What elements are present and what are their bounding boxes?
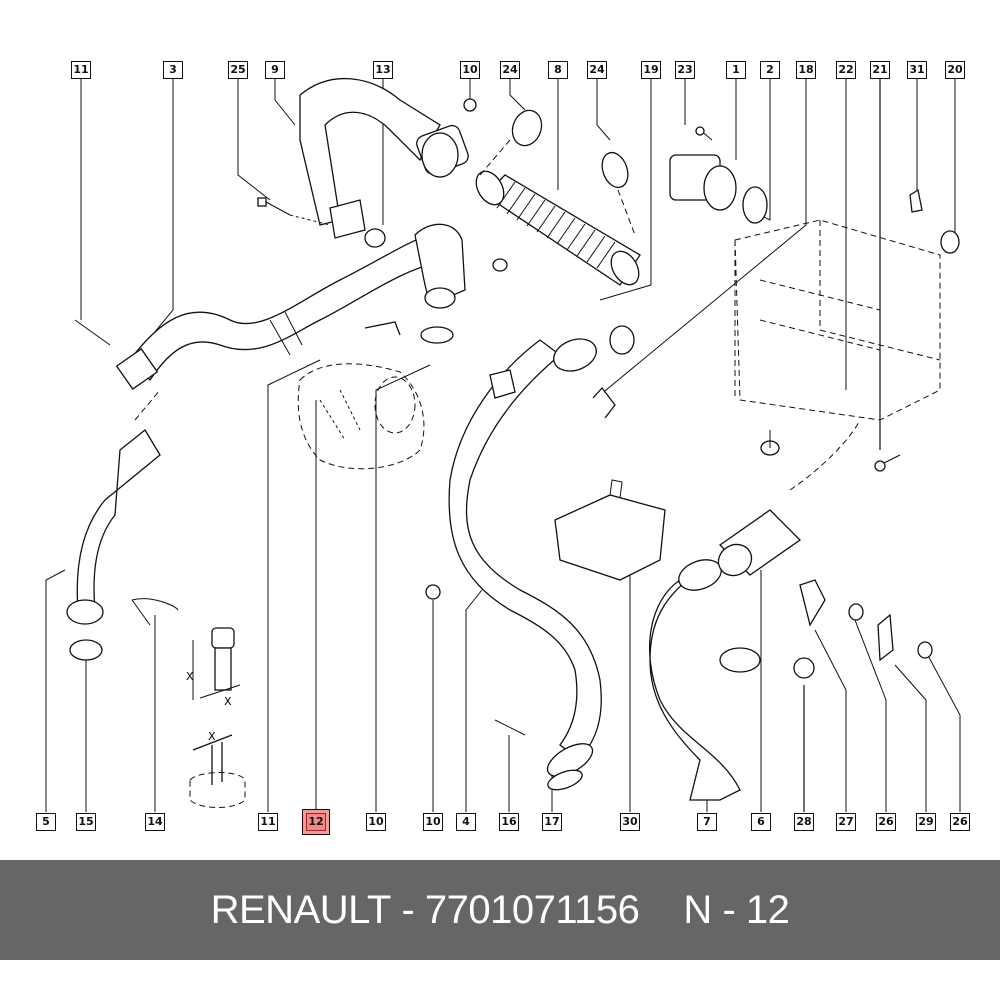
flange bbox=[329, 199, 366, 239]
part-24-clamp-2 bbox=[601, 151, 629, 189]
bottom-callout-14[interactable]: 14 bbox=[145, 813, 165, 831]
bottom-callout-16[interactable]: 16 bbox=[499, 813, 519, 831]
part-25-bolt bbox=[257, 197, 331, 226]
bottom-callout-27[interactable]: 27 bbox=[836, 813, 856, 831]
diagram-drawing: X X X bbox=[45, 77, 961, 812]
bottom-callout-29[interactable]: 29 bbox=[916, 813, 936, 831]
dimension-detail bbox=[189, 627, 246, 808]
bottom-callout-5[interactable]: 5 bbox=[36, 813, 56, 831]
part-30-actuator bbox=[554, 479, 666, 581]
part-26-nut-2 bbox=[917, 641, 933, 659]
part-15-seal bbox=[69, 639, 103, 661]
part-5-lower-pipe bbox=[66, 389, 161, 661]
part-12-turbocharger bbox=[297, 363, 425, 470]
part-28-washer bbox=[793, 657, 815, 679]
position-number: 12 bbox=[745, 887, 790, 932]
top-callout-11[interactable]: 11 bbox=[71, 61, 91, 79]
top-callout-20[interactable]: 20 bbox=[945, 61, 965, 79]
part-8-corrugated-hose bbox=[475, 170, 641, 286]
part-13-gasket bbox=[364, 228, 386, 248]
part-3-upper-hose bbox=[115, 234, 441, 390]
part-21-bolt bbox=[874, 454, 901, 472]
dim-x-2: X bbox=[224, 695, 232, 708]
top-callout-18[interactable]: 18 bbox=[796, 61, 816, 79]
part-20-grommet bbox=[940, 230, 960, 254]
bottom-callout-17[interactable]: 17 bbox=[542, 813, 562, 831]
dim-x-1: X bbox=[186, 670, 194, 683]
o-ring bbox=[420, 326, 454, 344]
bottom-callout-28[interactable]: 28 bbox=[794, 813, 814, 831]
bottom-callout-30[interactable]: 30 bbox=[620, 813, 640, 831]
part-7-intercooler-pipe bbox=[648, 559, 761, 801]
part-24-clamp bbox=[511, 109, 543, 147]
top-callout-24[interactable]: 24 bbox=[587, 61, 607, 79]
part-17-seal bbox=[547, 769, 583, 791]
part-banner: RENAULT - 7701071156 N - 12 bbox=[0, 860, 1000, 960]
part-27-bracket bbox=[799, 579, 826, 627]
part-16-pin bbox=[494, 719, 526, 736]
leader-lines bbox=[45, 78, 961, 812]
top-callout-25[interactable]: 25 bbox=[228, 61, 248, 79]
top-callout-13[interactable]: 13 bbox=[373, 61, 393, 79]
part-18-clip bbox=[592, 386, 616, 419]
part-6-hose bbox=[717, 419, 861, 577]
part-26-nut bbox=[848, 603, 864, 621]
sensor bbox=[489, 369, 516, 399]
part-29-clip bbox=[877, 613, 894, 662]
part-11-clip bbox=[364, 321, 401, 336]
bottom-callout-26[interactable]: 26 bbox=[950, 813, 970, 831]
top-callout-10[interactable]: 10 bbox=[460, 61, 480, 79]
top-callout-19[interactable]: 19 bbox=[641, 61, 661, 79]
part-2-seal bbox=[742, 186, 768, 224]
part-14-clip bbox=[131, 598, 179, 626]
top-callout-21[interactable]: 21 bbox=[870, 61, 890, 79]
bottom-callout-4[interactable]: 4 bbox=[456, 813, 476, 831]
top-callout-8[interactable]: 8 bbox=[548, 61, 568, 79]
top-callout-3[interactable]: 3 bbox=[163, 61, 183, 79]
bottom-callout-10[interactable]: 10 bbox=[366, 813, 386, 831]
brand-separator: - bbox=[401, 887, 415, 932]
part-number: 7701071156 bbox=[424, 887, 640, 932]
part-31-clip bbox=[909, 188, 923, 213]
part-1-maf-sensor bbox=[669, 126, 768, 224]
bottom-callout-10[interactable]: 10 bbox=[423, 813, 443, 831]
top-callout-23[interactable]: 23 bbox=[675, 61, 695, 79]
part-4-long-hose bbox=[448, 338, 602, 791]
coupler-sleeve bbox=[421, 132, 459, 178]
bottom-callout-6[interactable]: 6 bbox=[751, 813, 771, 831]
bottom-callout-11[interactable]: 11 bbox=[258, 813, 278, 831]
part-19-ring bbox=[609, 325, 635, 355]
part-10-elbow-connector bbox=[414, 98, 508, 309]
bottom-callout-15[interactable]: 15 bbox=[76, 813, 96, 831]
top-callout-24[interactable]: 24 bbox=[500, 61, 520, 79]
air-filter-housing bbox=[734, 188, 960, 456]
bottom-callout-7[interactable]: 7 bbox=[697, 813, 717, 831]
brand-name: RENAULT bbox=[210, 887, 392, 932]
top-callout-31[interactable]: 31 bbox=[907, 61, 927, 79]
top-callout-2[interactable]: 2 bbox=[760, 61, 780, 79]
top-callout-9[interactable]: 9 bbox=[265, 61, 285, 79]
top-callout-1[interactable]: 1 bbox=[726, 61, 746, 79]
part-10-nut bbox=[425, 584, 441, 600]
bottom-callout-12[interactable]: 12 bbox=[306, 813, 326, 831]
position-prefix: N bbox=[683, 887, 712, 932]
top-callout-22[interactable]: 22 bbox=[836, 61, 856, 79]
bottom-callout-26[interactable]: 26 bbox=[876, 813, 896, 831]
dim-x-3: X bbox=[208, 730, 216, 743]
position-separator: - bbox=[722, 887, 736, 932]
